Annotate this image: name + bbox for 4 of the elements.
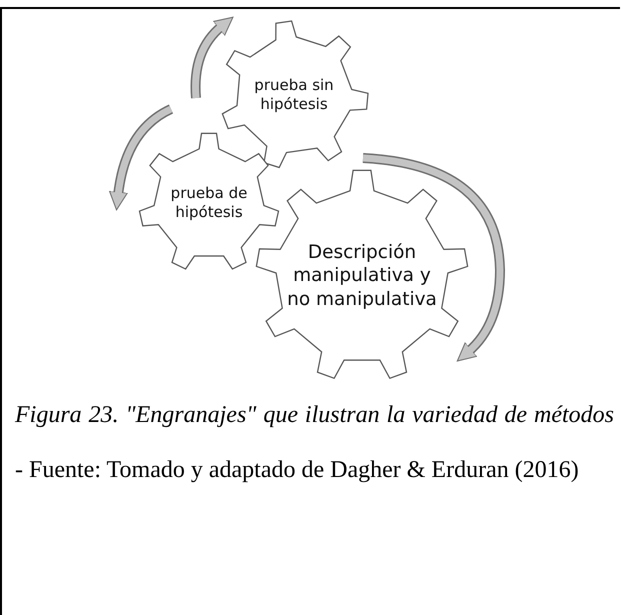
gear-label: prueba sin hipótesis — [253, 76, 335, 114]
gear-label: Descripción manipulativa y no manipulativa — [287, 241, 437, 311]
gear-label: prueba de hipótesis — [170, 184, 248, 222]
figure-caption: Figura 23. "Engranajes" que ilustran la variedad de métodos - Fuente: Tomado y adaptado de Dagher & Erduran (2016) — [15, 401, 614, 485]
